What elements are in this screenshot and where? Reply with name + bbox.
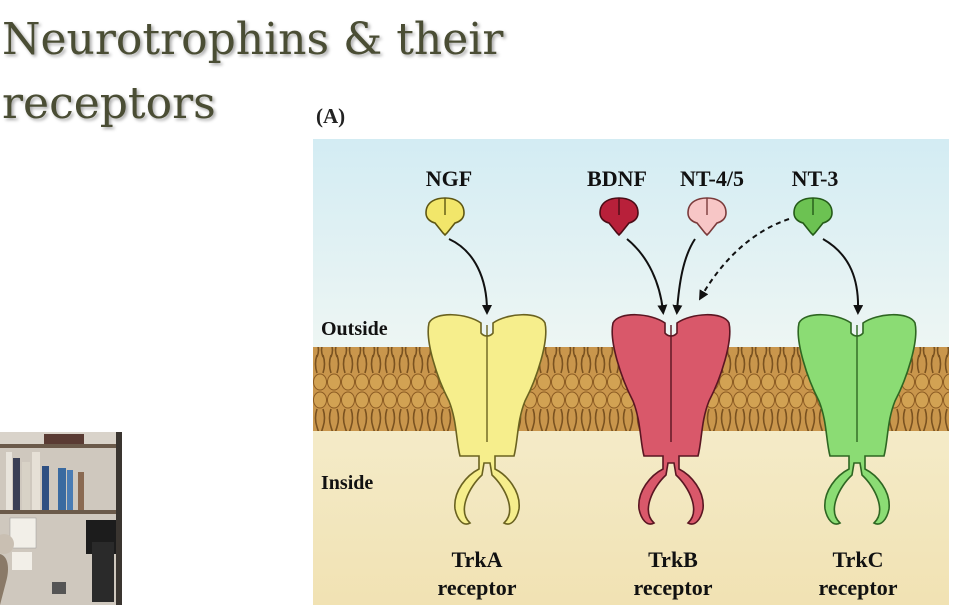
ligand-label-nt3: NT-3: [792, 166, 839, 191]
trkb-receptor-label: receptor: [634, 575, 713, 600]
ligand-label-bdnf: BDNF: [587, 166, 647, 191]
ngf-ligand: [425, 197, 465, 236]
trka-receptor: [427, 313, 547, 525]
trkc-receptor: [797, 313, 917, 525]
ligand-label-ngf: NGF: [426, 166, 472, 191]
cytoplasm-space: [313, 429, 949, 605]
ligand-label-nt45: NT-4/5: [680, 166, 744, 191]
trka-label: TrkA: [452, 547, 503, 572]
trkb-receptor: [611, 313, 731, 525]
trka-receptor-label: receptor: [438, 575, 517, 600]
nt3-to-trkb-dashed-arrow: [698, 218, 790, 301]
inside-label: Inside: [321, 472, 373, 494]
slide-title-line2: receptors: [2, 78, 216, 129]
neurotrophin-receptor-diagram: Outside Inside NGF BDNF NT-4/5 NT-3 TrkA: [313, 139, 949, 605]
figure-panel-label: (A): [316, 104, 346, 128]
trkb-label: TrkB: [648, 547, 698, 572]
nt3-ligand: [793, 197, 833, 236]
slide-title: Neurotrophins & their receptors: [2, 8, 503, 136]
ngf-to-trka-arrow: [448, 238, 492, 315]
bdnf-ligand: [599, 197, 639, 236]
bdnf-to-trkb-arrow: [626, 238, 668, 315]
trkc-label: TrkC: [833, 547, 884, 572]
nt3-to-trkc-arrow: [822, 238, 864, 315]
nt45-to-trkb-arrow: [672, 238, 696, 315]
slide-title-line1: Neurotrophins & their: [2, 14, 504, 65]
presenter-webcam-feed: [0, 432, 122, 605]
nt45-ligand: [687, 197, 727, 236]
outside-label: Outside: [321, 318, 388, 340]
trkc-receptor-label: receptor: [819, 575, 898, 600]
